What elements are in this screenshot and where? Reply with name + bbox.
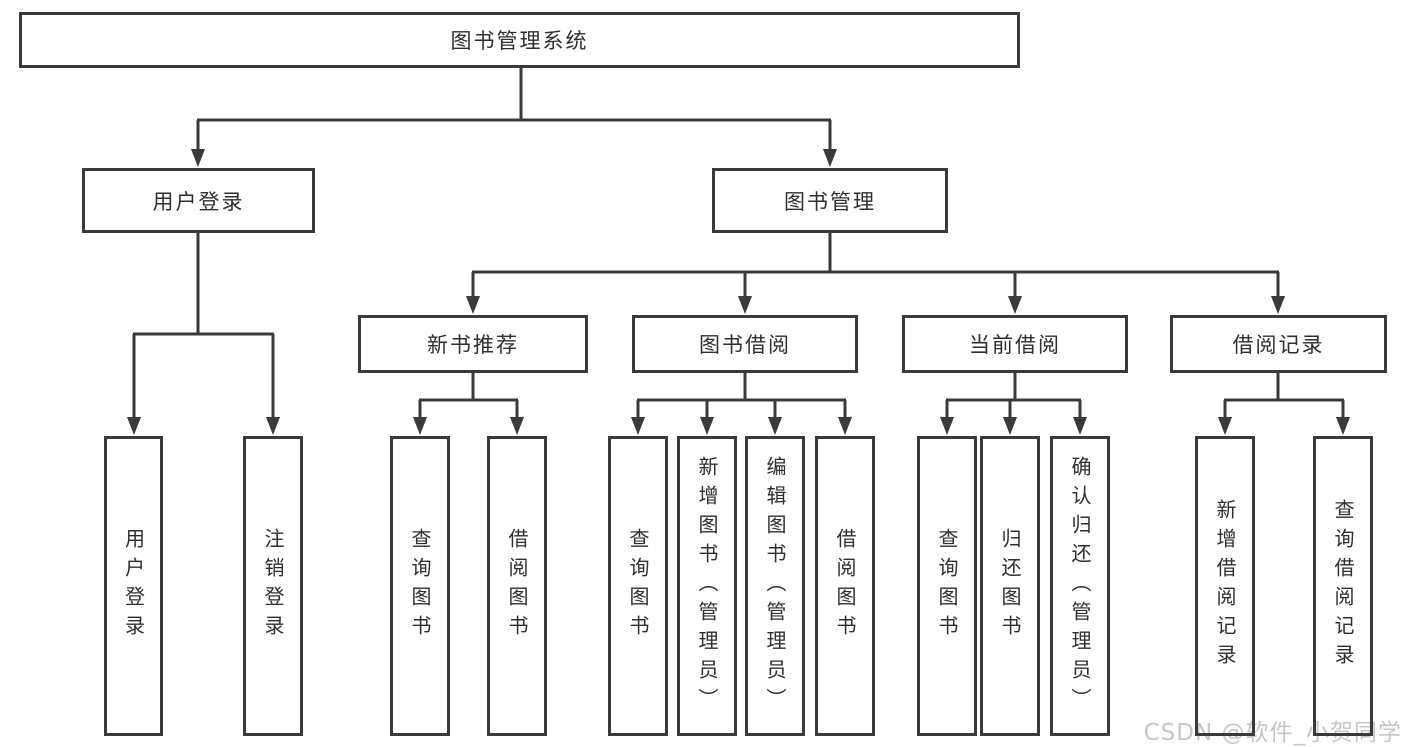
node-label: 图书借阅 — [699, 333, 791, 357]
leaf-add-borrow-record: 新增借阅记录 — [1195, 436, 1255, 736]
leaf-user-login: 用户登录 — [104, 436, 163, 736]
leaf-borrow-books: 借阅图书 — [815, 436, 875, 736]
node-label: 图书管理 — [784, 189, 876, 214]
node-label: 编辑图书（管理员） — [763, 455, 787, 717]
leaf-query-books-borrowing: 查询图书 — [608, 436, 668, 736]
node-label: 确认归还（管理员） — [1068, 455, 1092, 717]
leaf-add-book-admin: 新增图书（管理员） — [677, 436, 737, 736]
node-book-borrowing: 图书借阅 — [632, 315, 858, 373]
node-label: 当前借阅 — [969, 333, 1061, 357]
node-label: 用户登录 — [121, 528, 146, 644]
node-borrowing-records: 借阅记录 — [1170, 315, 1387, 373]
leaf-borrow-books-recommend: 借阅图书 — [487, 436, 547, 736]
node-label: 查询图书 — [408, 528, 432, 644]
node-label: 借阅记录 — [1232, 333, 1325, 357]
leaf-return-book: 归还图书 — [980, 436, 1040, 736]
node-user-login-branch: 用户登录 — [82, 168, 315, 233]
node-label: 借阅图书 — [505, 528, 529, 644]
node-new-book-recommend: 新书推荐 — [358, 315, 588, 373]
node-label: 查询图书 — [626, 528, 650, 644]
node-label: 新增图书（管理员） — [695, 455, 719, 717]
leaf-query-borrow-record: 查询借阅记录 — [1313, 436, 1373, 736]
node-label: 新增借阅记录 — [1213, 499, 1237, 673]
node-label: 查询借阅记录 — [1331, 499, 1355, 673]
node-root-system: 图书管理系统 — [19, 12, 1020, 68]
node-current-borrowing: 当前借阅 — [902, 315, 1128, 373]
leaf-query-books-current: 查询图书 — [917, 436, 977, 736]
leaf-query-books-recommend: 查询图书 — [390, 436, 450, 736]
node-label: 查询图书 — [935, 528, 959, 644]
node-label: 新书推荐 — [427, 333, 519, 357]
node-label: 归还图书 — [998, 528, 1022, 644]
leaf-confirm-return-admin: 确认归还（管理员） — [1050, 436, 1110, 736]
leaf-logout: 注销登录 — [243, 436, 303, 736]
node-label: 注销登录 — [261, 528, 285, 644]
node-label: 图书管理系统 — [450, 29, 589, 53]
node-label: 借阅图书 — [833, 528, 857, 644]
leaf-edit-book-admin: 编辑图书（管理员） — [745, 436, 805, 736]
node-label: 用户登录 — [152, 189, 245, 214]
node-book-management-branch: 图书管理 — [712, 168, 948, 233]
